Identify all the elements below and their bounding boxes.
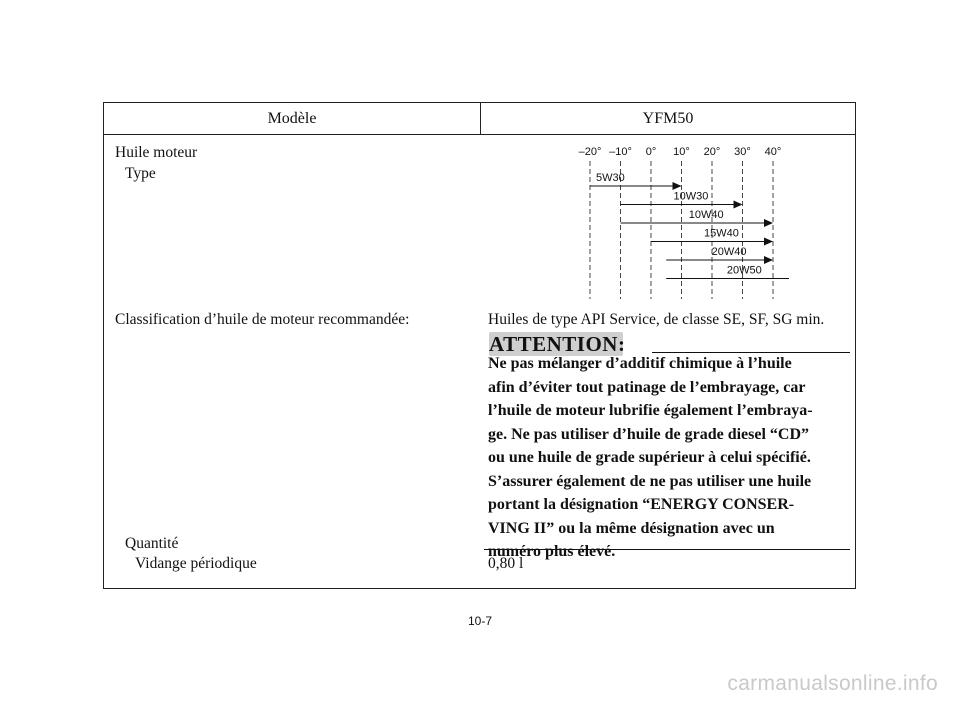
attention-text: Ne pas mélanger d’additif chimique à l’h…: [488, 352, 854, 564]
temperature-label: 30°: [734, 146, 751, 158]
oil-type-label: Type: [125, 165, 156, 182]
attention-bottom-rule: [484, 549, 850, 550]
attention-title: ATTENTION:: [489, 332, 626, 356]
classification-value: Huiles de type API Service, de classe SE…: [488, 311, 825, 328]
grade-label: 5W30: [596, 172, 625, 184]
temperature-label: 20°: [704, 146, 721, 158]
classification-label: Classification d’huile de moteur recomma…: [115, 311, 410, 328]
quantity-label: Quantité: [125, 535, 179, 552]
spec-table: Modèle YFM50 Huile moteur Type –20° –10° 0…: [103, 102, 856, 589]
temperature-label: 0°: [646, 146, 657, 158]
grade-arrowhead: [733, 200, 743, 209]
grade-label: 15W40: [704, 228, 739, 240]
watermark: carmanualsonline.info: [727, 672, 938, 695]
oil-viscosity-chart: –20°–10°0°10°20°30°40°50°C5W3010W3010W40…: [524, 141, 816, 306]
page-number: 10-7: [467, 614, 493, 628]
header-model-value: YFM50: [642, 110, 694, 127]
header-model-label: Modèle: [267, 110, 317, 127]
periodic-change-label: Vidange périodique: [135, 555, 257, 572]
attention-line: ge. Ne pas utiliser d’huile de grade die…: [488, 425, 810, 443]
grade-arrowhead: [764, 237, 773, 246]
grade-label: 20W40: [712, 246, 747, 258]
periodic-change-value: 0,80 l: [488, 555, 524, 572]
attention-line: S’assurer également de ne pas utiliser u…: [488, 472, 812, 490]
attention-line: ou une huile de grade supérieur à celui …: [488, 449, 811, 466]
oil-viscosity-svg: –20°–10°0°10°20°30°40°50°C5W3010W3010W40…: [579, 146, 816, 299]
header-column-divider: [480, 103, 481, 135]
grade-label: 10W40: [689, 209, 724, 221]
attention-line: VING II” ou la même désignation avec un: [488, 519, 775, 537]
header-divider: [104, 134, 855, 135]
temperature-label: –10°: [609, 146, 632, 158]
grade-label: 10W30: [674, 191, 709, 203]
attention-line: numéro plus élevé.: [488, 543, 616, 560]
temperature-label: –20°: [579, 146, 602, 158]
grade-label: 20W50: [727, 265, 762, 277]
attention-line: afin d’éviter tout patinage de l’embraya…: [488, 378, 806, 396]
grade-arrowhead: [764, 219, 773, 227]
attention-line: Ne pas mélanger d’additif chimique à l’h…: [488, 355, 792, 372]
grade-arrowhead: [764, 256, 773, 264]
grade-arrowhead: [672, 182, 682, 190]
attention-top-rule: [652, 352, 850, 353]
engine-oil-label: Huile moteur: [115, 144, 198, 161]
attention-line: l’huile de moteur lubrifie également l’e…: [488, 402, 813, 419]
attention-line: portant la désignation “ENERGY CONSER-: [488, 496, 795, 513]
attention-badge: ATTENTION:: [489, 332, 626, 356]
temperature-label: 40°: [765, 146, 782, 158]
temperature-label: 10°: [673, 146, 690, 158]
